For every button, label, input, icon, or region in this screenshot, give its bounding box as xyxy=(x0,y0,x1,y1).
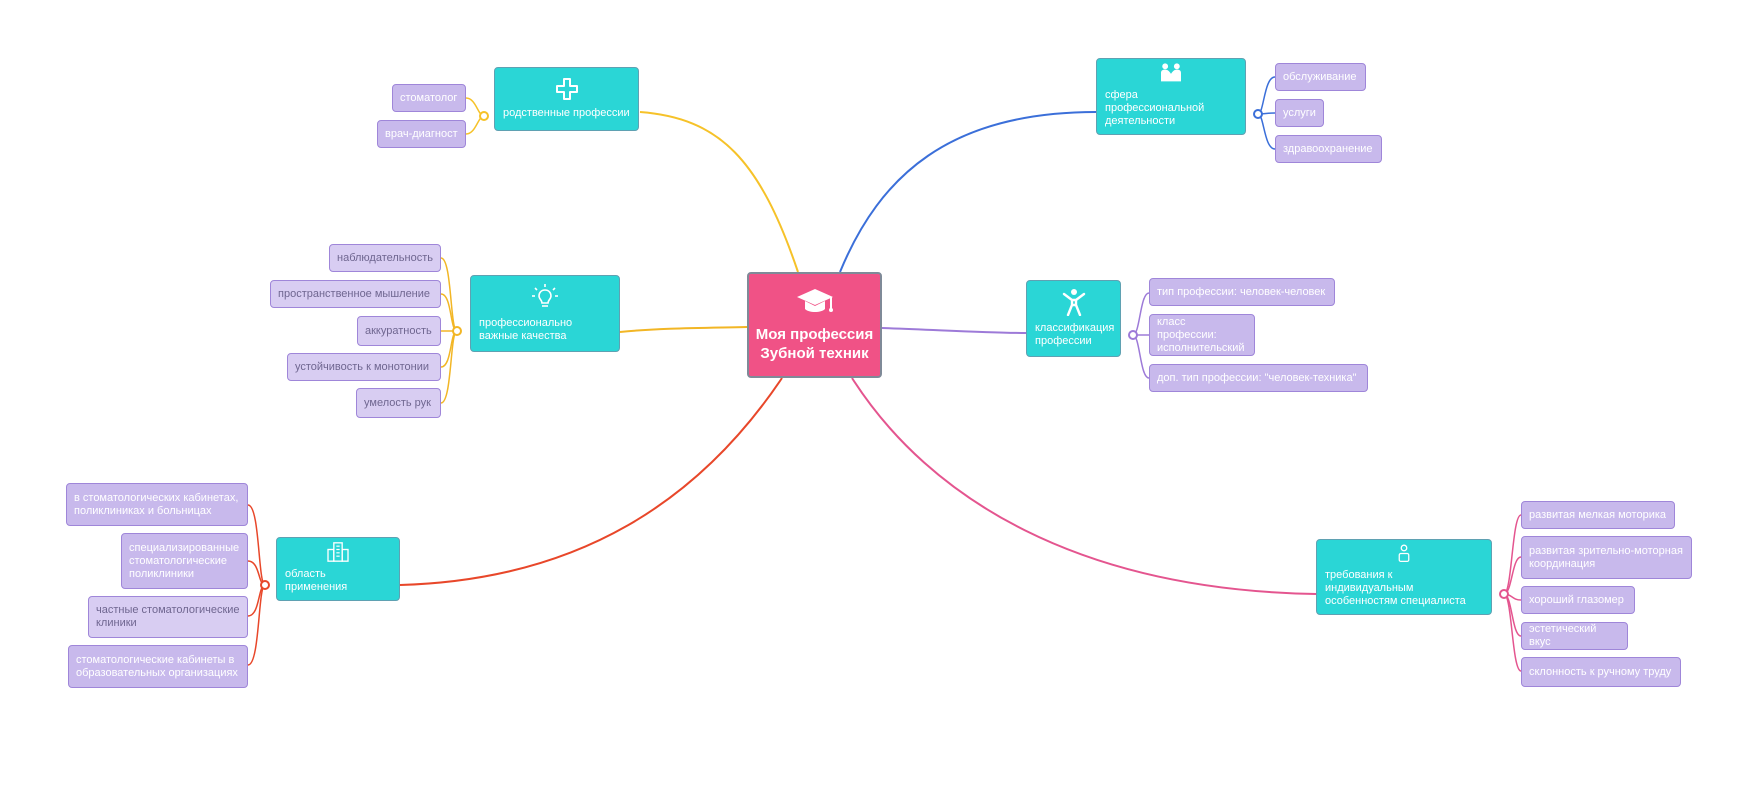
leaf-qualities-2[interactable]: аккуратность xyxy=(357,316,441,346)
central-title-line1: Моя профессия xyxy=(755,326,874,343)
junction-related xyxy=(479,111,489,121)
topic-classification[interactable]: классификация профессии xyxy=(1026,280,1121,357)
connector-center-application xyxy=(399,377,783,586)
junction-requirements xyxy=(1499,589,1509,599)
connector-center-classification xyxy=(881,327,1027,334)
leaf-label: обслуживание xyxy=(1283,70,1357,83)
topic-related-professions[interactable]: родственные профессии xyxy=(494,67,639,131)
leaf-related-0[interactable]: стоматолог xyxy=(392,84,466,112)
connector-center-requirements xyxy=(851,377,1317,595)
medical-cross-icon xyxy=(555,77,578,100)
leaf-label: стоматологические кабинеты в образовател… xyxy=(76,653,238,679)
leaf-label: класс профессии: исполнительский xyxy=(1157,315,1245,354)
buildings-icon xyxy=(327,542,349,562)
leaf-label: пространственное мышление xyxy=(278,287,431,300)
leaf-qualities-3[interactable]: устойчивость к монотонии xyxy=(287,353,441,381)
leaf-application-3[interactable]: стоматологические кабинеты в образовател… xyxy=(68,645,248,688)
junction-classification xyxy=(1128,330,1138,340)
central-topic[interactable]: Моя профессия Зубной техник xyxy=(747,272,882,378)
leaf-label: склонность к ручному труду xyxy=(1529,665,1672,678)
leaf-application-2[interactable]: частные стоматологические клиники xyxy=(88,596,248,638)
leaf-classification-2[interactable]: доп. тип профессии: "человек-техника" xyxy=(1149,364,1368,392)
junction-sphere xyxy=(1253,109,1263,119)
central-title-line2: Зубной техник xyxy=(760,345,869,362)
leaf-label: аккуратность xyxy=(365,324,432,337)
leaf-sphere-2[interactable]: здравоохранение xyxy=(1275,135,1382,163)
leaf-label: здравоохранение xyxy=(1283,142,1373,155)
leaf-label: тип профессии: человек-человек xyxy=(1157,285,1326,298)
leaf-label: стоматолог xyxy=(400,91,458,104)
leaf-sphere-1[interactable]: услуги xyxy=(1275,99,1324,127)
junction-application xyxy=(260,580,270,590)
leaf-label: в стоматологических кабинетах, поликлини… xyxy=(74,491,239,517)
connector-center-qualities xyxy=(619,326,748,333)
leaf-label: устойчивость к монотонии xyxy=(295,360,429,373)
leaf-classification-0[interactable]: тип профессии: человек-человек xyxy=(1149,278,1335,306)
leaf-label: частные стоматологические клиники xyxy=(96,604,240,629)
leaf-application-1[interactable]: специализированные стоматологические пол… xyxy=(121,533,248,589)
leaf-qualities-0[interactable]: наблюдательность xyxy=(329,244,441,272)
leaf-label: доп. тип профессии: "человек-техника" xyxy=(1157,371,1357,384)
leaf-label: врач-диагност xyxy=(385,127,458,140)
topic-related-label: родственные профессии xyxy=(503,106,630,119)
leaf-label: развитая зрительно-моторная координация xyxy=(1529,544,1683,570)
connector-center-related xyxy=(639,111,799,273)
leaf-qualities-4[interactable]: умелость рук xyxy=(356,388,441,418)
person-icon xyxy=(1398,544,1410,563)
topic-sphere-label: сфера профессиональной деятельности xyxy=(1105,89,1205,127)
leaf-related-1[interactable]: врач-диагност xyxy=(377,120,466,148)
person-stretch-icon xyxy=(1062,288,1085,316)
leaf-requirements-0[interactable]: развитая мелкая моторика xyxy=(1521,501,1675,529)
leaf-classification-1[interactable]: класс профессии: исполнительский xyxy=(1149,314,1255,356)
handshake-people-icon xyxy=(1161,63,1181,82)
leaf-label: хороший глазомер xyxy=(1529,593,1624,606)
junction-qualities xyxy=(452,326,462,336)
leaf-requirements-3[interactable]: эстетический вкус xyxy=(1521,622,1628,650)
leaf-label: умелость рук xyxy=(364,396,431,409)
topic-application-label: область применения xyxy=(285,568,348,593)
topic-qualities-label: профессионально важные качества xyxy=(479,316,573,342)
topic-professional-sphere[interactable]: сфера профессиональной деятельности xyxy=(1096,58,1246,135)
leaf-requirements-1[interactable]: развитая зрительно-моторная координация xyxy=(1521,536,1692,579)
graduation-cap-icon xyxy=(796,289,833,312)
leaf-application-0[interactable]: в стоматологических кабинетах, поликлини… xyxy=(66,483,248,526)
connector-center-sphere xyxy=(839,111,1097,273)
leaf-label: развитая мелкая моторика xyxy=(1529,508,1667,521)
topic-professional-qualities[interactable]: профессионально важные качества xyxy=(470,275,620,352)
topic-classification-label: классификация профессии xyxy=(1035,321,1115,347)
leaf-requirements-2[interactable]: хороший глазомер xyxy=(1521,586,1635,614)
topic-requirements-label: требования к индивидуальным особенностям… xyxy=(1325,569,1466,607)
topic-individual-requirements[interactable]: требования к индивидуальным особенностям… xyxy=(1316,539,1492,615)
leaf-requirements-4[interactable]: склонность к ручному труду xyxy=(1521,657,1681,687)
topic-application-area[interactable]: область применения xyxy=(276,537,400,601)
leaf-label: специализированные стоматологические пол… xyxy=(129,541,240,580)
leaf-label: услуги xyxy=(1283,106,1316,119)
leaf-sphere-0[interactable]: обслуживание xyxy=(1275,63,1366,91)
lightbulb-icon xyxy=(532,283,558,307)
leaf-qualities-1[interactable]: пространственное мышление xyxy=(270,280,441,308)
leaf-label: наблюдательность xyxy=(337,251,433,264)
leaf-label: эстетический вкус xyxy=(1529,623,1597,648)
